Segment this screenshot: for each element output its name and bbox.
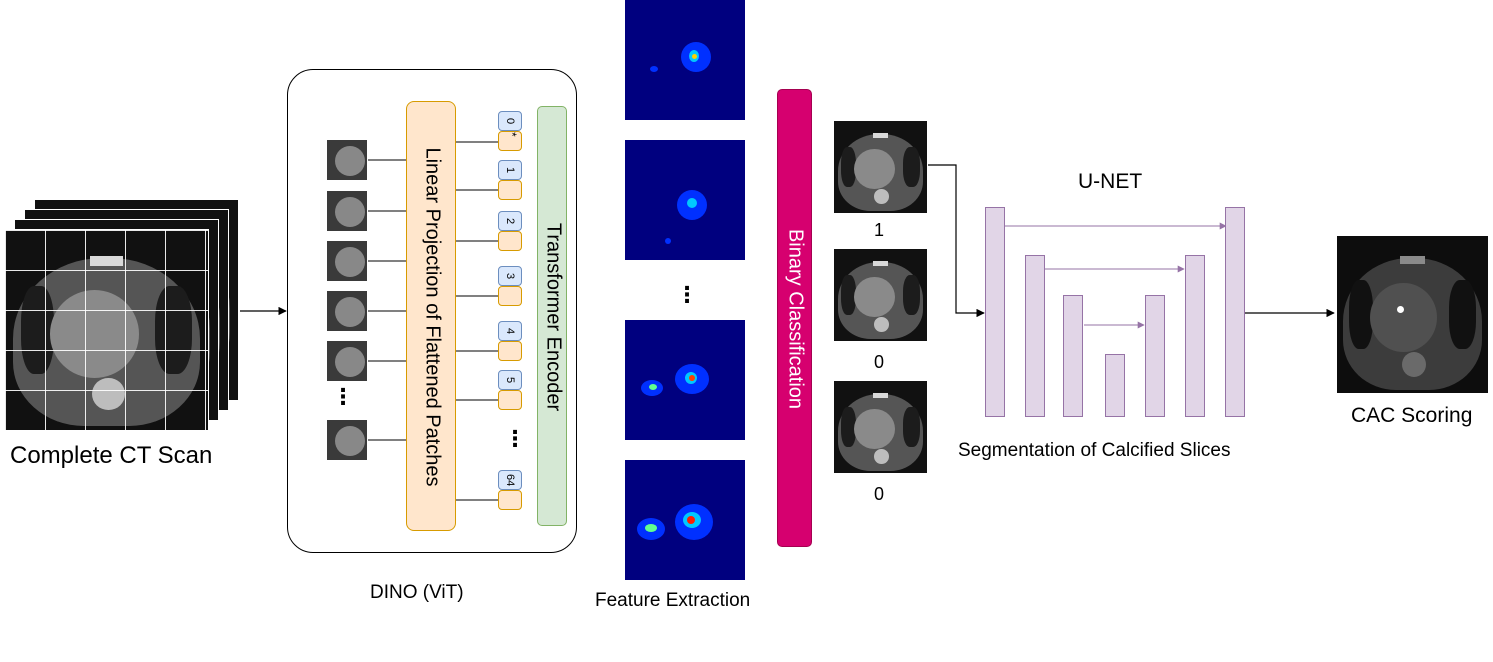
token-embedding: [498, 490, 522, 510]
patch-grid: [5, 230, 208, 430]
cac-output-slice: [1336, 235, 1489, 394]
classification-output: 0: [874, 352, 885, 372]
token-embedding: [498, 390, 522, 410]
linear-projection-label: Linear Projection of Flattened Patches: [421, 147, 444, 487]
token-number: 64: [498, 470, 522, 490]
binary-classification-box: Binary Classification: [777, 89, 812, 547]
ct-scan-label: Complete CT Scan: [10, 442, 213, 469]
attention-heatmap: [625, 140, 745, 260]
patch-image: [327, 140, 367, 180]
token-embedding: [498, 180, 522, 200]
token-embedding: *: [498, 131, 522, 151]
patch-image: [327, 291, 367, 331]
dino-box: [287, 69, 577, 553]
patch-ellipsis: ⋮: [332, 384, 354, 409]
patch-image: [327, 241, 367, 281]
token-embedding: [498, 231, 522, 251]
unet-encoder-block: [1025, 255, 1045, 417]
unet-title: U-NET: [1078, 170, 1143, 193]
token-embedding: [498, 341, 522, 361]
attention-heatmap: [625, 320, 745, 440]
token-number: 4: [498, 321, 522, 341]
token-number: 5: [498, 370, 522, 390]
classification-output: 1: [874, 220, 885, 240]
patch-connectors: [368, 159, 406, 441]
unet-encoder-block: [985, 207, 1005, 417]
ct-slice-front: [4, 229, 209, 431]
feature-extraction-label: Feature Extraction: [595, 590, 751, 611]
calcification-highlight: [1397, 306, 1404, 313]
unet-decoder-block: [1185, 255, 1205, 417]
patch-image: [327, 341, 367, 381]
transformer-encoder-label: Transformer Encoder: [542, 222, 565, 412]
feature-ellipsis: ⋮: [676, 282, 698, 307]
unet-decoder-block: [1225, 207, 1245, 417]
linear-projection-box: Linear Projection of Flattened Patches: [406, 101, 456, 531]
token-number: 3: [498, 266, 522, 286]
token-embedding: [498, 286, 522, 306]
token-number: 0: [498, 111, 522, 131]
arrow-slice-to-unet: [926, 164, 985, 318]
unet-encoder-block: [1063, 295, 1083, 417]
unet-bottleneck-block: [1105, 354, 1125, 417]
classification-output: 0: [874, 484, 885, 504]
transformer-encoder-box: Transformer Encoder: [537, 106, 567, 526]
token-connectors: [456, 141, 498, 501]
ct-slice-negative: [833, 380, 928, 474]
attention-heatmap: [625, 460, 745, 580]
dino-label: DINO (ViT): [370, 582, 464, 603]
patch-image: [327, 191, 367, 231]
token-number: 2: [498, 211, 522, 231]
binary-classification-label: Binary Classification: [784, 228, 807, 410]
patch-image: [327, 420, 367, 460]
cls-token-star: *: [505, 132, 519, 137]
cac-scoring-label: CAC Scoring: [1351, 404, 1473, 427]
segmentation-label: Segmentation of Calcified Slices: [958, 440, 1231, 461]
unet-decoder-block: [1145, 295, 1165, 417]
ct-slice-negative: [833, 248, 928, 342]
token-ellipsis: ⋮: [504, 426, 526, 451]
token-number: 1: [498, 160, 522, 180]
ct-slice-positive: [833, 120, 928, 214]
attention-heatmap: [625, 0, 745, 120]
